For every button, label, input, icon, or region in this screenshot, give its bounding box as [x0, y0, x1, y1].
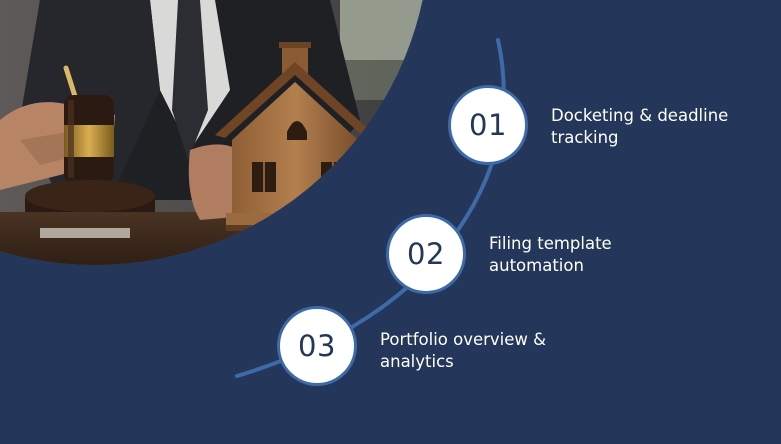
step-number-1: 01: [469, 108, 507, 142]
step-number-badge-2: 02: [386, 214, 466, 294]
step-number-2: 02: [407, 237, 445, 271]
step-label-3-line-1: Portfolio overview &: [380, 330, 547, 349]
step-label-3: Portfolio overview & analytics: [380, 329, 546, 373]
step-number-badge-1: 01: [448, 85, 528, 165]
step-label-2: Filing template automation: [489, 233, 612, 277]
step-label-2-line-1: Filing template: [489, 234, 612, 253]
step-label-1: Docketing & deadline tracking: [551, 105, 728, 149]
step-label-3-line-2: analytics: [380, 352, 454, 371]
step-label-2-line-2: automation: [489, 256, 584, 275]
step-label-1-line-2: tracking: [551, 128, 619, 147]
step-number-3: 03: [298, 329, 336, 363]
step-number-badge-3: 03: [277, 306, 357, 386]
step-label-1-line-1: Docketing & deadline: [551, 106, 729, 125]
